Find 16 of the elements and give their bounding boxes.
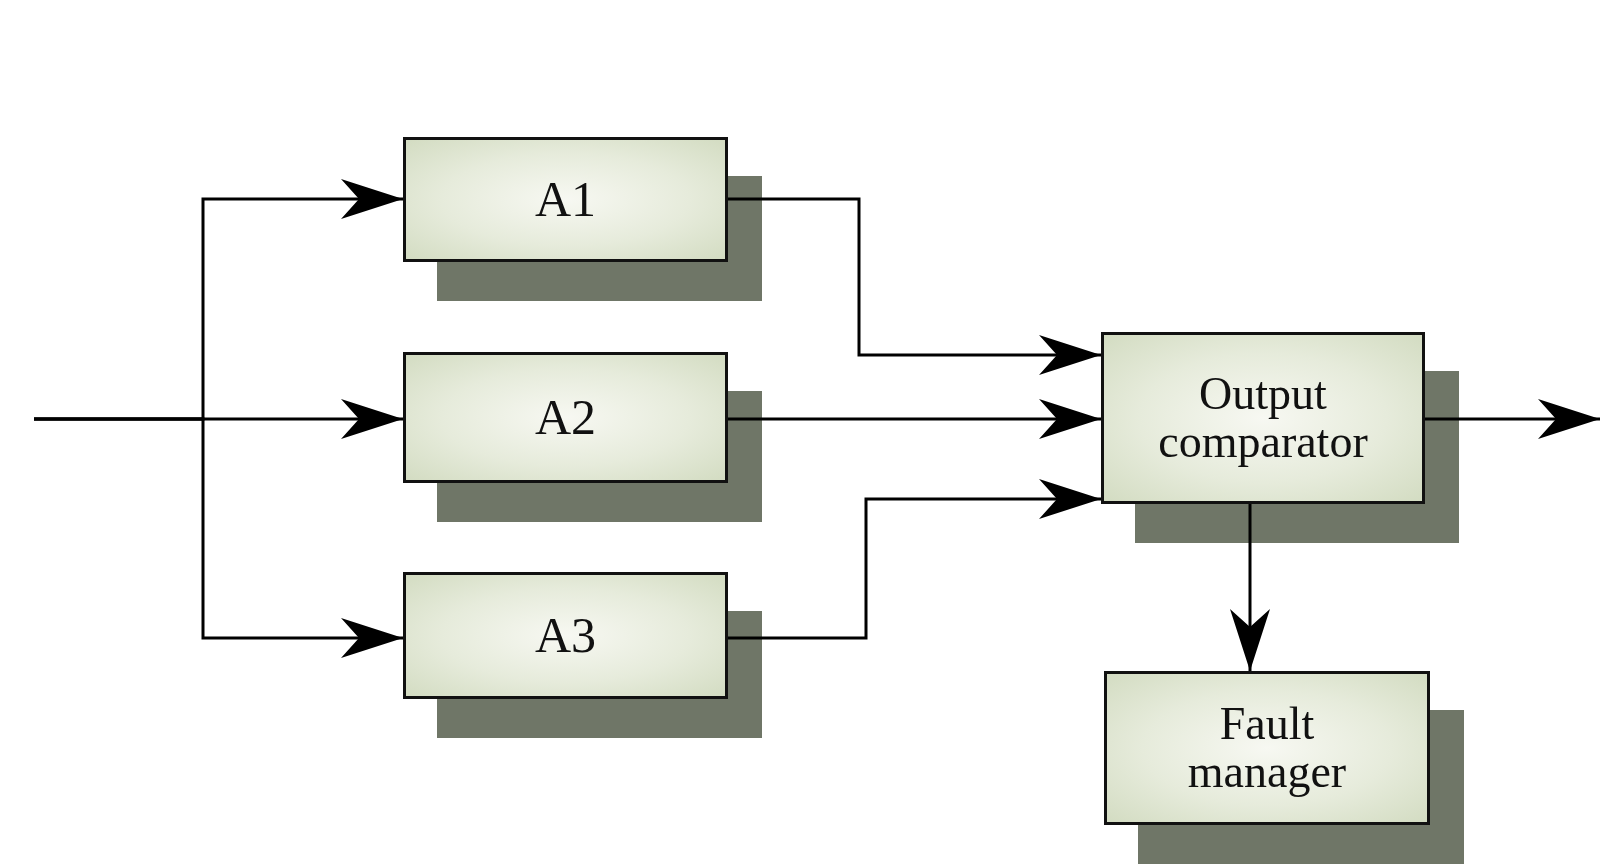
process-box	[403, 137, 728, 262]
box-label: Output comparator	[1157, 369, 1369, 467]
arrow	[728, 399, 1101, 439]
arrow	[34, 417, 403, 658]
arrow	[1425, 399, 1600, 439]
arrow	[728, 479, 1101, 640]
process-box	[1104, 671, 1430, 825]
arrow	[728, 197, 1101, 375]
arrow	[1230, 504, 1270, 671]
box-label: A1	[534, 173, 597, 226]
process-box	[1101, 332, 1425, 504]
box-label: A3	[534, 609, 597, 662]
box-label: A2	[534, 391, 597, 444]
process-box	[403, 572, 728, 699]
box-label: Fault manager	[1186, 699, 1348, 797]
process-box	[403, 352, 728, 483]
